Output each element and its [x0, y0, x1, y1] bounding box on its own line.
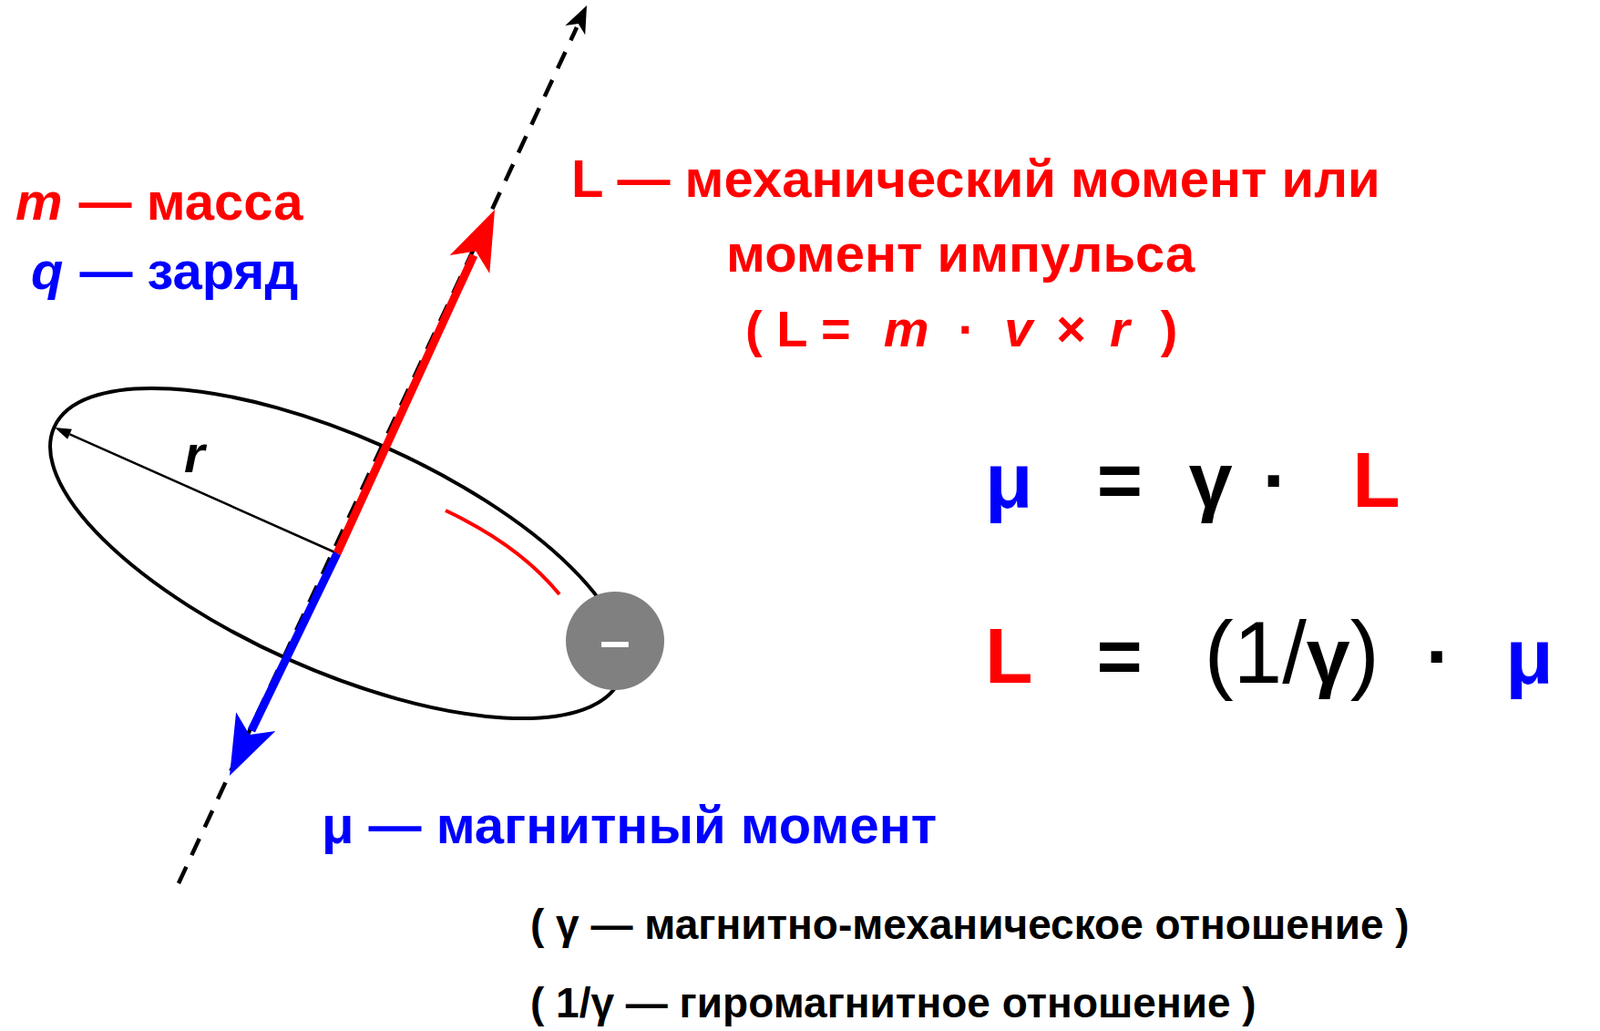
label-text: ×	[1056, 303, 1087, 355]
label-text: — масса	[79, 174, 304, 228]
text-row: m — масса	[15, 174, 304, 228]
label-text: q	[30, 244, 63, 298]
label-text: ( γ — магнитно-механическое отношение )	[530, 902, 1410, 945]
text-row: ( L = m · v × r)	[745, 303, 1178, 355]
label-text: v	[1004, 303, 1033, 355]
label-text: r	[1109, 303, 1130, 355]
label-text: (1/	[1204, 608, 1307, 697]
orbit-ellipse	[6, 320, 667, 786]
text-row: момент импульса	[726, 226, 1195, 280]
angular-momentum-arrowhead	[450, 209, 495, 274]
text-row: r	[184, 427, 206, 481]
label-text: m	[883, 303, 930, 355]
radius-arrowhead	[54, 427, 72, 440]
label-text: ·	[957, 303, 975, 355]
text-row: μ = γ · L	[984, 440, 1401, 519]
charge-sign: –	[599, 613, 630, 668]
angular-momentum-arrow	[337, 255, 474, 554]
text-row: q — заряд	[30, 244, 298, 298]
label-text: =	[1097, 615, 1143, 695]
electron-fill	[565, 591, 665, 690]
motion-arc	[445, 510, 560, 595]
label-text: μ — магнитный момент	[321, 798, 937, 852]
text-row: ( 1/γ — гиромагнитное отношение )	[530, 981, 1257, 1024]
label-text: L — механический момент или	[571, 152, 1381, 206]
label-text: )	[1160, 303, 1179, 355]
label-text: момент импульса	[726, 226, 1195, 280]
axis-arrowhead	[564, 5, 587, 35]
label-text: γ	[1306, 615, 1351, 695]
label-text: γ	[1189, 440, 1233, 519]
label-text: μ	[1505, 615, 1554, 695]
text-row: μ — магнитный момент	[321, 798, 937, 852]
label-text: r	[184, 427, 206, 481]
text-row: ( γ — магнитно-механическое отношение )	[530, 902, 1410, 945]
magnetic-moment-arrowhead	[229, 711, 276, 776]
label-text: L	[1352, 440, 1401, 519]
label-text: )	[1350, 608, 1380, 697]
label-text: m	[15, 174, 63, 228]
label-text: =	[1097, 440, 1143, 519]
label-text: μ	[984, 440, 1034, 519]
label-text: ·	[1262, 440, 1290, 519]
electron-circle: –	[565, 591, 665, 690]
axis-dashed-line	[178, 27, 577, 883]
label-text: — заряд	[79, 244, 298, 298]
text-row: L — механический момент или	[571, 152, 1381, 206]
label-text: L	[984, 615, 1034, 695]
label-text: ( L =	[745, 303, 852, 355]
label-text: ·	[1425, 615, 1453, 695]
label-text: ( 1/γ — гиромагнитное отношение )	[530, 981, 1257, 1024]
magnetic-moment-arrow	[251, 553, 338, 731]
text-row: L = (1/γ) · μ	[984, 608, 1554, 697]
